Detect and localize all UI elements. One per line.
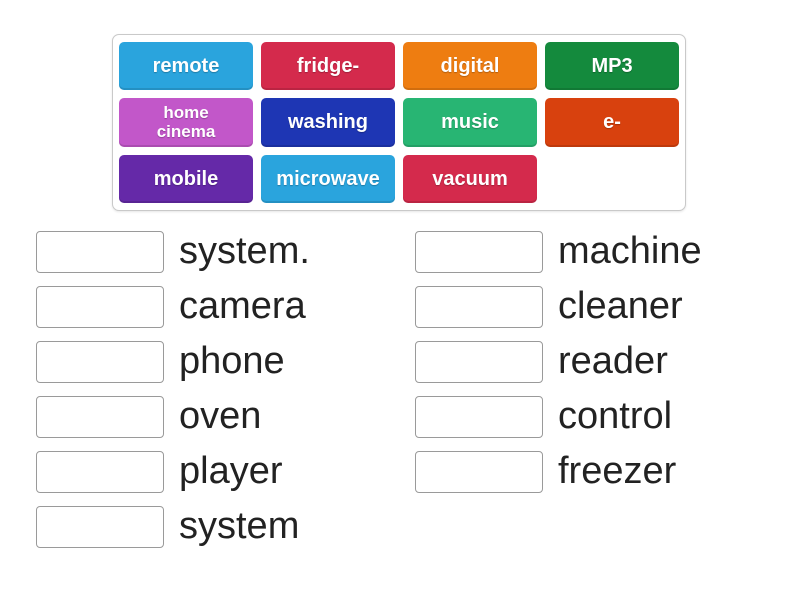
- word-tile-fridge[interactable]: fridge-: [261, 42, 395, 91]
- word-tile-home-cinema[interactable]: home cinema: [119, 98, 253, 147]
- match-row-control: control: [415, 396, 702, 438]
- match-row-system: system: [36, 506, 310, 548]
- answer-word-oven: oven: [179, 394, 262, 437]
- word-tile-grid: remote fridge-digital MP3 home cinema washin…: [119, 42, 679, 203]
- word-tile-label: washing: [287, 111, 368, 134]
- answer-column-left: system. camera phone oven player system: [36, 231, 310, 548]
- answer-slot-reader[interactable]: [415, 341, 543, 383]
- answer-slot-machine[interactable]: [415, 231, 543, 273]
- answer-slot-control[interactable]: [415, 396, 543, 438]
- answer-slot-freezer[interactable]: [415, 451, 543, 493]
- match-row-machine: machine: [415, 231, 702, 273]
- word-tile-microwave[interactable]: microwave: [261, 154, 395, 203]
- word-tile-label: microwave: [276, 167, 380, 190]
- word-bank-panel: remote fridge-digital MP3 home cinema washin…: [112, 34, 686, 211]
- answer-slot-phone[interactable]: [36, 341, 164, 383]
- answer-slot-camera[interactable]: [36, 286, 164, 328]
- answer-word-freezer: freezer: [558, 449, 677, 492]
- match-row-camera: camera: [36, 286, 310, 328]
- word-tile-label: fridge-: [296, 54, 360, 77]
- answer-word-camera: camera: [179, 284, 306, 327]
- word-tile-label: home cinema: [156, 103, 216, 142]
- match-row-phone: phone: [36, 341, 310, 383]
- answer-word-machine: machine: [558, 229, 702, 272]
- match-row-freezer: freezer: [415, 451, 702, 493]
- word-tile-vacuum[interactable]: vacuum: [403, 154, 537, 203]
- word-tile-label: mobile: [153, 167, 219, 190]
- word-tile-music[interactable]: music: [403, 98, 537, 147]
- answer-column-right: machine cleaner reader control freezer: [415, 231, 702, 493]
- word-tile-label: digital: [440, 54, 500, 77]
- word-tile-mp3[interactable]: MP3: [545, 42, 679, 91]
- word-tile-label: MP3: [591, 54, 633, 77]
- match-row-system: system.: [36, 231, 310, 273]
- answer-slot-player[interactable]: [36, 451, 164, 493]
- answer-word-phone: phone: [179, 339, 285, 382]
- match-row-oven: oven: [36, 396, 310, 438]
- word-tile-label: music: [441, 111, 499, 134]
- word-tile-label: e-: [603, 111, 621, 134]
- word-tile-remote[interactable]: remote: [119, 42, 253, 91]
- answer-word-system: system: [179, 504, 300, 547]
- word-tile-washing[interactable]: washing: [261, 98, 395, 147]
- match-row-reader: reader: [415, 341, 702, 383]
- answer-slot-system[interactable]: [36, 231, 164, 273]
- word-tile-label: remote: [152, 54, 220, 77]
- answer-word-control: control: [558, 394, 673, 437]
- answer-slot-cleaner[interactable]: [415, 286, 543, 328]
- answer-slot-oven[interactable]: [36, 396, 164, 438]
- answer-slot-system[interactable]: [36, 506, 164, 548]
- word-tile-digital[interactable]: digital: [403, 42, 537, 91]
- word-tile-mobile[interactable]: mobile: [119, 154, 253, 203]
- answer-word-cleaner: cleaner: [558, 284, 683, 327]
- match-row-cleaner: cleaner: [415, 286, 702, 328]
- word-tile-e[interactable]: e-: [545, 98, 679, 147]
- answer-word-reader: reader: [558, 339, 668, 382]
- match-row-player: player: [36, 451, 310, 493]
- answer-word-system: system.: [179, 229, 310, 272]
- answer-word-player: player: [179, 449, 283, 492]
- word-tile-label: vacuum: [432, 167, 508, 190]
